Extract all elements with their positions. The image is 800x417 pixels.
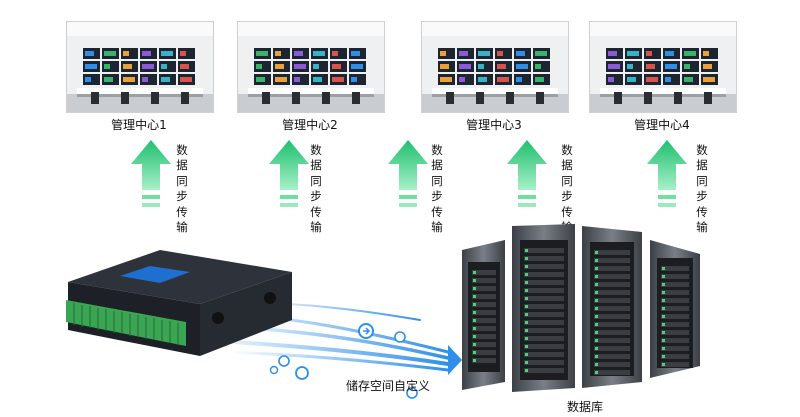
center-label-1: 管理中心1	[111, 118, 167, 132]
arrow-circle-icon	[269, 323, 418, 399]
center-label-4: 管理中心4	[634, 118, 690, 132]
control-room-image-3	[421, 21, 569, 113]
database-label: 数据库	[567, 400, 604, 414]
control-room-image-4	[589, 21, 737, 113]
sync-text-2: 数据同步传输	[310, 143, 322, 235]
storage-label: 储存空间自定义	[346, 379, 431, 393]
center-label-2: 管理中心2	[282, 118, 338, 132]
iot-gateway-device	[66, 250, 292, 356]
sync-text-3: 数据同步传输	[431, 143, 443, 235]
sync-text-1: 数据同步传输	[176, 143, 188, 235]
server-rack-group	[462, 224, 700, 392]
sync-text-5: 数据同步传输	[696, 143, 708, 235]
center-label-3: 管理中心3	[466, 118, 522, 132]
control-room-image-1	[66, 21, 214, 113]
flow-arrowhead	[448, 345, 462, 375]
control-room-image-2	[237, 21, 385, 113]
